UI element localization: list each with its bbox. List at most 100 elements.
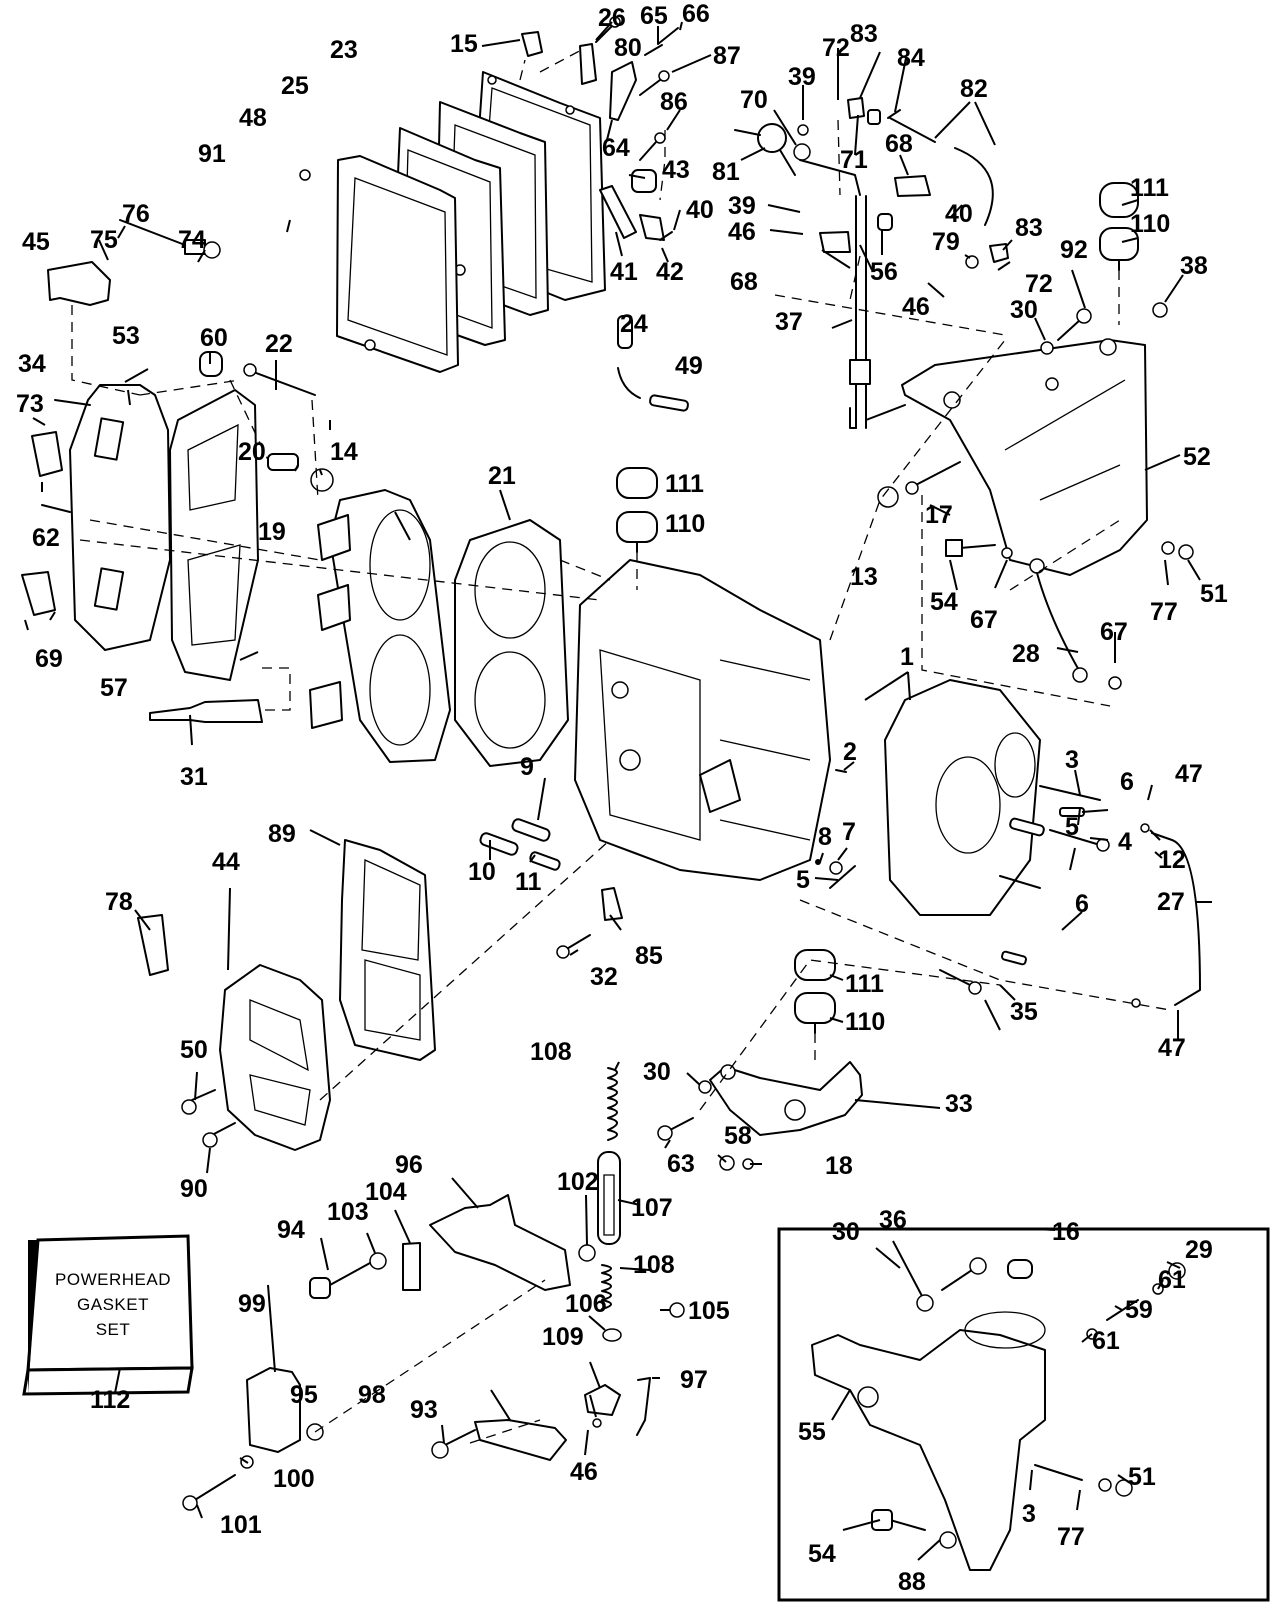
part-17-spring <box>905 461 961 495</box>
callout-53: 53 <box>112 322 140 350</box>
part-20-oring <box>310 468 334 492</box>
callout-15: 15 <box>450 30 478 58</box>
callout-14: 14 <box>330 438 358 466</box>
callout-103: 103 <box>327 1198 369 1226</box>
part-69-clip <box>21 571 56 616</box>
part-15-clip <box>521 31 543 57</box>
assembly-line <box>519 47 586 81</box>
callout-51b: 51 <box>1128 1463 1156 1491</box>
part-65-spring <box>644 44 663 56</box>
callout-72b: 72 <box>1025 270 1053 298</box>
callout-22: 22 <box>265 330 293 358</box>
part-45-clip <box>47 261 111 306</box>
part-68-clamp <box>894 175 931 197</box>
callout-62: 62 <box>32 524 60 552</box>
callout-105: 105 <box>688 1297 730 1325</box>
callout-16: 16 <box>1052 1218 1080 1246</box>
part-50-screw <box>181 1089 216 1115</box>
callout-17: 17 <box>925 501 953 529</box>
callout-75: 75 <box>90 226 118 254</box>
callout-35: 35 <box>1010 998 1038 1026</box>
part-97-link <box>636 1377 651 1436</box>
callout-19: 19 <box>258 518 286 546</box>
callout-94: 94 <box>277 1216 305 1244</box>
part-87-screw <box>639 70 670 96</box>
part-36-bolt <box>941 1257 987 1291</box>
part-27-hose <box>1151 832 1201 1006</box>
part-63-bolt <box>657 1117 694 1141</box>
part-110-mount-center <box>616 511 658 553</box>
callout-79: 79 <box>932 228 960 256</box>
part-35-bolt <box>939 969 982 995</box>
callout-8: 8 <box>818 823 832 851</box>
callout-48: 48 <box>239 104 267 132</box>
callout-58: 58 <box>724 1122 752 1150</box>
callout-42: 42 <box>656 258 684 286</box>
part-66-screw <box>657 27 679 45</box>
assembly-line <box>139 379 269 461</box>
part-11-pin <box>529 851 561 871</box>
callout-108b: 108 <box>633 1251 675 1279</box>
callout-10: 10 <box>468 858 496 886</box>
callout-95: 95 <box>290 1381 318 1409</box>
assembly-line <box>314 1279 546 1433</box>
part-54-bolt <box>945 539 996 557</box>
callout-96: 96 <box>395 1151 423 1179</box>
callout-71: 71 <box>840 146 868 174</box>
callout-84: 84 <box>897 44 925 72</box>
part-64-link <box>609 61 637 121</box>
part-40-screw <box>659 231 673 241</box>
part-98-washer <box>592 1418 602 1428</box>
part-105-washer <box>669 1302 685 1318</box>
callout-57: 57 <box>100 674 128 702</box>
kit-label-line-2: GASKET <box>77 1295 149 1314</box>
callout-30b: 30 <box>643 1058 671 1086</box>
callout-18: 18 <box>825 1152 853 1180</box>
callout-6b: 6 <box>1075 890 1089 918</box>
callout-98: 98 <box>358 1381 386 1409</box>
part-5b-stud <box>829 865 856 889</box>
part-59-stud <box>1106 1299 1139 1321</box>
callout-51: 51 <box>1200 580 1228 608</box>
part-crankcase-block <box>574 559 831 881</box>
callout-43: 43 <box>662 156 690 184</box>
callout-77: 77 <box>1150 598 1178 626</box>
callout-72: 72 <box>822 34 850 62</box>
callout-55: 55 <box>798 1418 826 1446</box>
assembly-line <box>469 1419 541 1444</box>
part-52-mount-bracket <box>901 338 1148 576</box>
callout-97: 97 <box>680 1366 708 1394</box>
callout-107: 107 <box>631 1194 673 1222</box>
part-84-screw <box>887 109 901 119</box>
part-6b-pin <box>1001 950 1027 966</box>
part-111-mount-lower <box>794 949 836 981</box>
part-109-lever <box>584 1384 621 1416</box>
callout-5: 5 <box>1065 813 1079 841</box>
assembly-line <box>699 959 1001 1111</box>
assembly-line <box>659 130 666 201</box>
callout-78: 78 <box>105 888 133 916</box>
part-10-pin <box>479 832 519 856</box>
part-73-clip <box>31 431 63 477</box>
callout-27: 27 <box>1157 888 1185 916</box>
callout-68: 68 <box>885 130 913 158</box>
part-99-switch <box>246 1367 324 1453</box>
part-51-nut <box>1178 544 1194 560</box>
callout-25: 25 <box>281 72 309 100</box>
callout-89: 89 <box>268 820 296 848</box>
callout-6: 6 <box>1120 768 1134 796</box>
part-56-bushing <box>877 213 893 231</box>
callout-56: 56 <box>870 258 898 286</box>
callout-40: 40 <box>686 196 714 224</box>
callout-91: 91 <box>198 140 226 168</box>
callout-11: 11 <box>515 868 542 896</box>
part-1-crankcase-half <box>884 679 1041 916</box>
part-90-screw <box>202 1122 236 1148</box>
callout-38: 38 <box>1180 252 1208 280</box>
part-31-spark-plug <box>149 699 263 723</box>
part-53-cover <box>69 384 171 651</box>
callout-64: 64 <box>602 134 630 162</box>
part-34-screw <box>54 399 91 406</box>
callout-101: 101 <box>220 1511 262 1539</box>
callout-67b: 67 <box>1100 618 1128 646</box>
